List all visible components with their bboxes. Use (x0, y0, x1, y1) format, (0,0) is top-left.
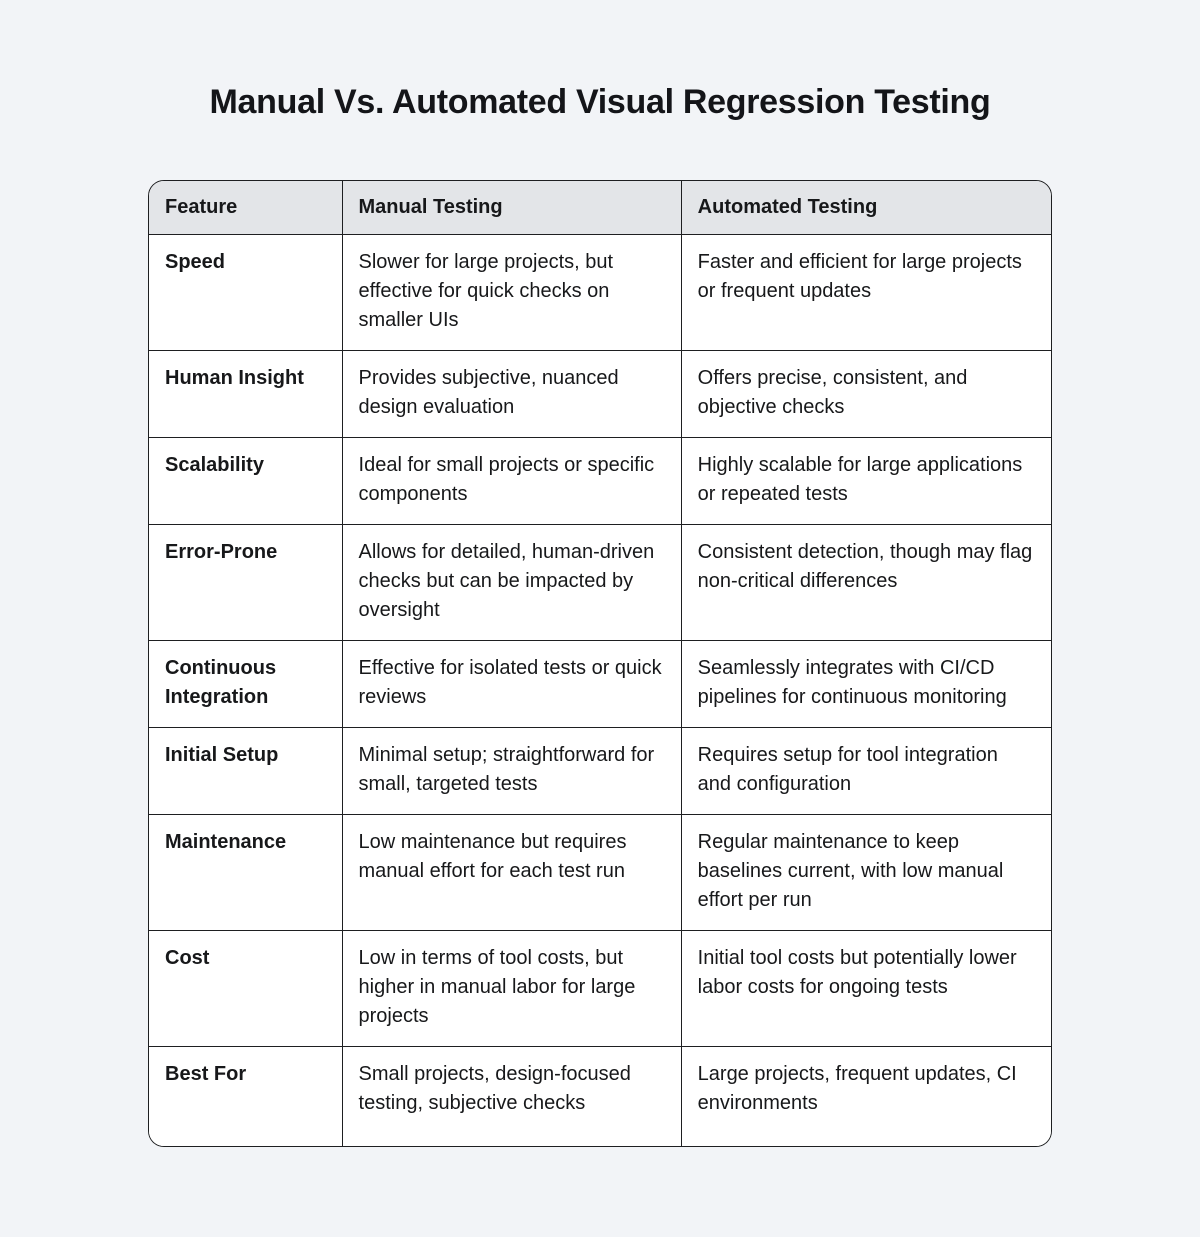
manual-cell: Slower for large projects, but effective… (341, 234, 682, 351)
table-row-maintenance: Maintenance Low maintenance but requires… (149, 814, 1051, 931)
automated-cell: Faster and efficient for large projects … (680, 234, 1051, 351)
automated-cell: Offers precise, consistent, and objectiv… (680, 350, 1051, 438)
manual-cell: Effective for isolated tests or quick re… (341, 640, 682, 728)
header-feature: Feature (149, 181, 343, 235)
manual-cell: Allows for detailed, human-driven checks… (341, 524, 682, 641)
feature-cell: Speed (149, 234, 343, 351)
feature-cell: Cost (149, 930, 343, 1047)
automated-cell: Regular maintenance to keep baselines cu… (680, 814, 1051, 931)
header-row: Feature Manual Testing Automated Testing (149, 181, 1051, 235)
feature-cell: Continuous Integration (149, 640, 343, 728)
automated-cell: Seamlessly integrates with CI/CD pipelin… (680, 640, 1051, 728)
feature-cell: Best For (149, 1046, 343, 1146)
page-title: Manual Vs. Automated Visual Regression T… (209, 83, 991, 121)
manual-cell: Low in terms of tool costs, but higher i… (341, 930, 682, 1047)
feature-cell: Initial Setup (149, 727, 343, 815)
table-row-speed: Speed Slower for large projects, but eff… (149, 234, 1051, 351)
table-row-cost: Cost Low in terms of tool costs, but hig… (149, 930, 1051, 1047)
automated-cell: Initial tool costs but potentially lower… (680, 930, 1051, 1047)
table-header: Feature Manual Testing Automated Testing (149, 181, 1051, 235)
table-row-continuous-integration: Continuous Integration Effective for iso… (149, 640, 1051, 728)
table-row-human-insight: Human Insight Provides subjective, nuanc… (149, 350, 1051, 438)
feature-cell: Scalability (149, 437, 343, 525)
manual-cell: Low maintenance but requires manual effo… (341, 814, 682, 931)
automated-cell: Highly scalable for large applications o… (680, 437, 1051, 525)
manual-cell: Ideal for small projects or specific com… (341, 437, 682, 525)
manual-cell: Provides subjective, nuanced design eval… (341, 350, 682, 438)
feature-cell: Maintenance (149, 814, 343, 931)
table-row-initial-setup: Initial Setup Minimal setup; straightfor… (149, 727, 1051, 815)
automated-cell: Requires setup for tool integration and … (680, 727, 1051, 815)
automated-cell: Large projects, frequent updates, CI env… (680, 1046, 1051, 1146)
table-row-error-prone: Error-Prone Allows for detailed, human-d… (149, 524, 1051, 641)
feature-cell: Human Insight (149, 350, 343, 438)
automated-cell: Consistent detection, though may flag no… (680, 524, 1051, 641)
header-manual-testing: Manual Testing (341, 181, 682, 235)
manual-cell: Small projects, design-focused testing, … (341, 1046, 682, 1146)
comparison-table-container: Feature Manual Testing Automated Testing… (148, 180, 1052, 1147)
header-automated-testing: Automated Testing (680, 181, 1051, 235)
table-row-scalability: Scalability Ideal for small projects or … (149, 437, 1051, 525)
comparison-table: Feature Manual Testing Automated Testing… (149, 181, 1051, 1146)
manual-cell: Minimal setup; straightforward for small… (341, 727, 682, 815)
table-row-best-for: Best For Small projects, design-focused … (149, 1046, 1051, 1146)
feature-cell: Error-Prone (149, 524, 343, 641)
table-body: Speed Slower for large projects, but eff… (149, 234, 1051, 1146)
